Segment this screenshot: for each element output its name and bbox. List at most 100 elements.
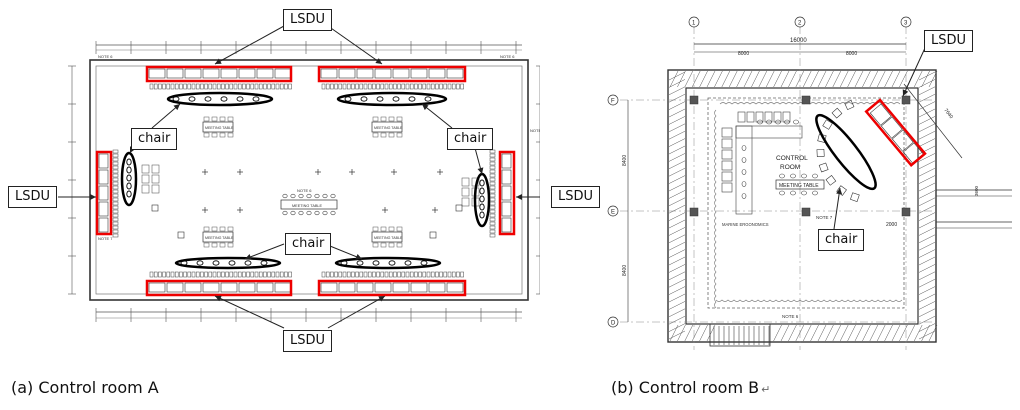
wall-hatch [691, 324, 701, 342]
console-seat [489, 181, 496, 186]
lsdu-unit [374, 282, 392, 293]
lsdu-callout-right: LSDU [551, 186, 601, 208]
wall-hatch [668, 145, 686, 155]
wall-hatch [736, 70, 745, 88]
console-seat [254, 271, 259, 278]
console-seat [162, 83, 166, 90]
chair-symbol [188, 96, 196, 102]
lsdu-unit [202, 68, 220, 79]
table-chair [372, 116, 379, 122]
dimension-label: 8000 [738, 51, 749, 57]
console-seat [850, 192, 860, 202]
console-seat [439, 271, 443, 278]
console-seat [422, 271, 427, 278]
wall-hatch [668, 153, 686, 162]
console-seat [162, 271, 166, 278]
meeting-table [202, 231, 234, 243]
console-seat [414, 271, 418, 278]
console-seat [418, 83, 422, 90]
table-chair [227, 242, 234, 248]
grid-label: D [611, 321, 616, 327]
wall-hatch [668, 197, 686, 207]
lsdu-unit [410, 282, 428, 293]
arrowhead [422, 104, 429, 111]
wall-hatch [918, 286, 936, 295]
wall-hatch [668, 93, 686, 103]
meeting-table-label: MEETING TABLE [205, 236, 234, 240]
console-seat [112, 217, 119, 222]
chair-symbol [408, 96, 416, 102]
table-chair [298, 193, 304, 199]
wall-hatch [699, 324, 708, 342]
wall-hatch [721, 70, 731, 88]
wall-hatch [869, 70, 879, 88]
lsdu-unit [446, 282, 464, 293]
console-seat [359, 83, 364, 90]
wall-hatch [918, 101, 936, 110]
wall-hatch [669, 324, 679, 342]
cabinet [461, 197, 470, 207]
grid-bubble [900, 16, 912, 28]
console-seat [208, 271, 213, 278]
console-seat [351, 271, 355, 278]
console-seat [409, 83, 414, 90]
chair-symbol [479, 195, 485, 203]
console-seat [221, 271, 225, 278]
wall-hatch [668, 315, 686, 325]
console-seat [372, 83, 376, 90]
pier [429, 231, 437, 239]
console-seat [443, 83, 448, 90]
console-seat [112, 181, 119, 186]
console-seat [204, 271, 208, 278]
lsdu-unit [501, 201, 512, 217]
console-seat [435, 271, 439, 278]
grid-label: 2 [798, 21, 802, 27]
lsdu-unit [274, 282, 292, 293]
console-seat [191, 83, 196, 90]
console-seat [489, 221, 496, 226]
console-seat [325, 271, 330, 278]
lsdu-highlight-left [95, 150, 113, 236]
table-chair [372, 132, 379, 138]
console-seat [342, 83, 347, 90]
wall-hatch [743, 70, 753, 88]
wall-hatch [684, 324, 694, 342]
console-seat [330, 83, 334, 90]
wall-hatch [668, 286, 686, 295]
wall-hatch [918, 116, 936, 125]
console-seat [195, 271, 200, 278]
lsdu-unit [98, 153, 109, 169]
console-seat [267, 83, 271, 90]
table-chair [812, 173, 818, 179]
chair-symbol [775, 119, 781, 125]
console-seat [489, 189, 496, 194]
console-seat [112, 173, 119, 178]
table-chair [203, 116, 210, 122]
return-mark-icon: ↵ [761, 383, 771, 396]
console-seat [221, 83, 225, 90]
wall-hatch [668, 182, 686, 192]
table-chair [314, 193, 320, 199]
console-seat [112, 189, 119, 194]
wall-hatch [668, 71, 686, 81]
arrowhead [378, 296, 385, 302]
arrowhead [355, 253, 362, 260]
note-label: NOTE 7 [816, 215, 833, 220]
console-seat [346, 271, 351, 278]
console-seat [263, 83, 267, 90]
chair-symbol [220, 96, 228, 102]
table-chair [801, 173, 807, 179]
console-seat [225, 83, 229, 90]
meeting-table-label: MEETING TABLE [205, 126, 234, 130]
wall-hatch [913, 70, 923, 88]
grid-bubble [607, 205, 619, 217]
wall-hatch [765, 70, 775, 88]
wall-hatch [668, 227, 686, 236]
grid-label: 3 [904, 21, 908, 27]
arrowhead [245, 254, 252, 260]
table-chair [219, 242, 226, 248]
dimension-label: 8400 [622, 155, 628, 166]
chair-symbol [126, 158, 132, 166]
console-seat [393, 83, 397, 90]
lsdu-unit [501, 217, 512, 233]
